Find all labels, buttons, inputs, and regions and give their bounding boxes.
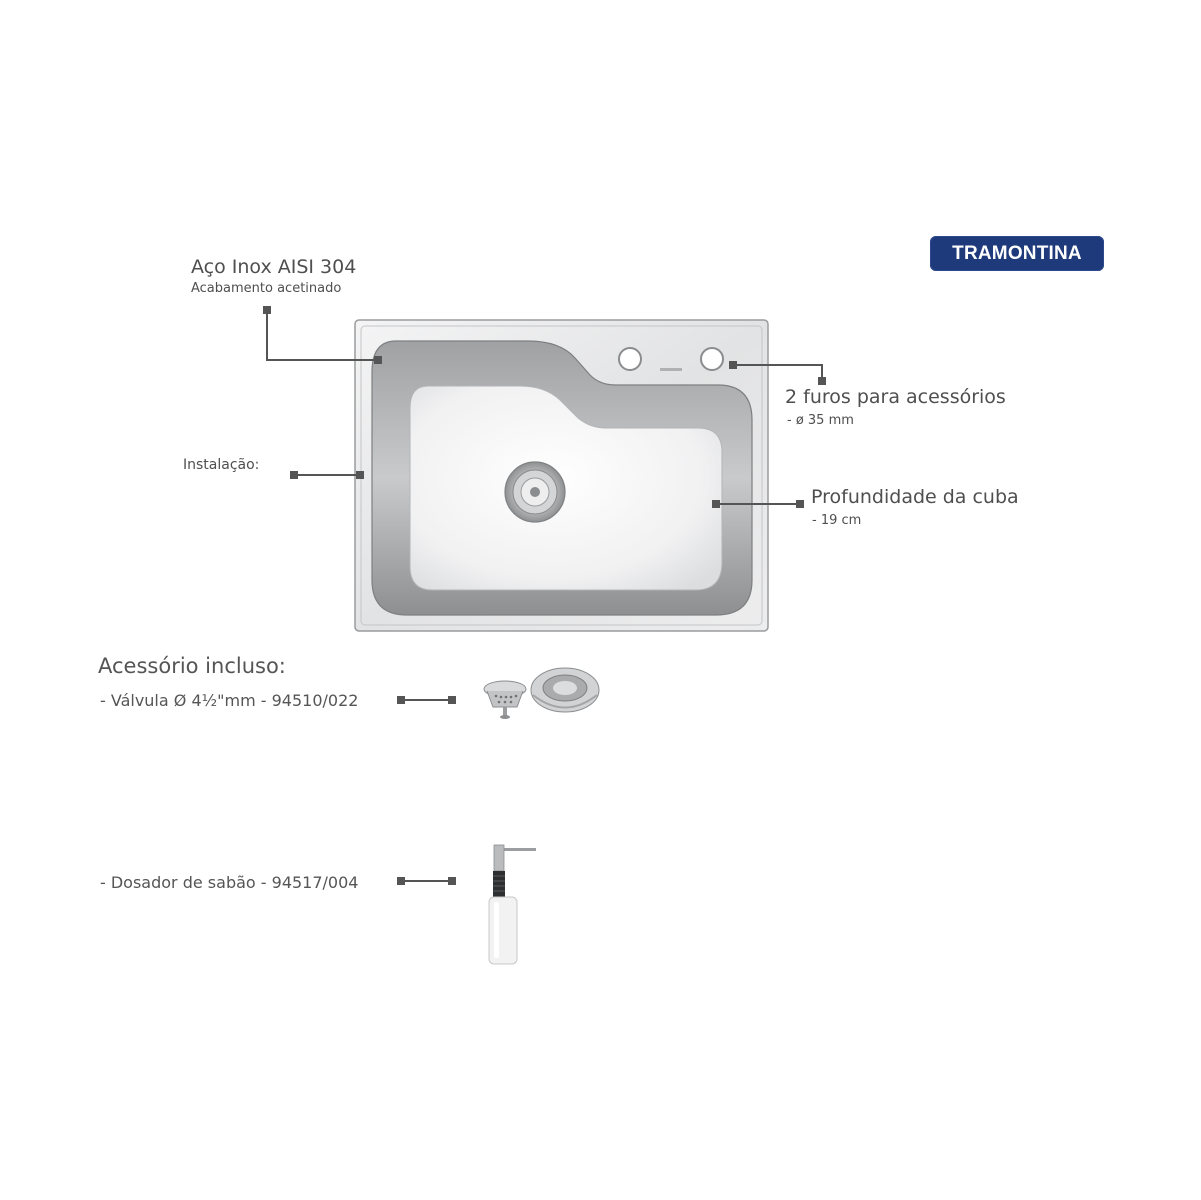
holes-title: 2 furos para acessórios xyxy=(785,386,1006,408)
depth-title: Profundidade da cuba xyxy=(811,486,1019,508)
brand-name: TRAMONTINA xyxy=(952,242,1082,264)
accessory-dispenser-label: - Dosador de sabão - 94517/004 xyxy=(100,873,359,892)
holes-subtitle: - ø 35 mm xyxy=(787,413,854,428)
brand-logo: TRAMONTINA xyxy=(930,236,1104,271)
drain-valve-icon xyxy=(483,667,600,719)
soap-dispenser-icon xyxy=(488,844,536,965)
accessories-heading: Acessório incluso: xyxy=(98,654,286,678)
leader-lines xyxy=(266,310,823,882)
faucet-hole-icon xyxy=(700,347,724,371)
leader-markers xyxy=(263,306,826,885)
material-title: Aço Inox AISI 304 xyxy=(191,256,357,278)
depth-subtitle: - 19 cm xyxy=(812,513,862,528)
sink xyxy=(354,319,769,632)
installation-title: Instalação: xyxy=(183,457,260,473)
faucet-hole-icon xyxy=(618,347,642,371)
accessory-valve-label: - Válvula Ø 4½"mm - 94510/022 xyxy=(100,691,359,710)
drain-icon xyxy=(504,461,566,523)
material-subtitle: Acabamento acetinado xyxy=(191,281,342,296)
